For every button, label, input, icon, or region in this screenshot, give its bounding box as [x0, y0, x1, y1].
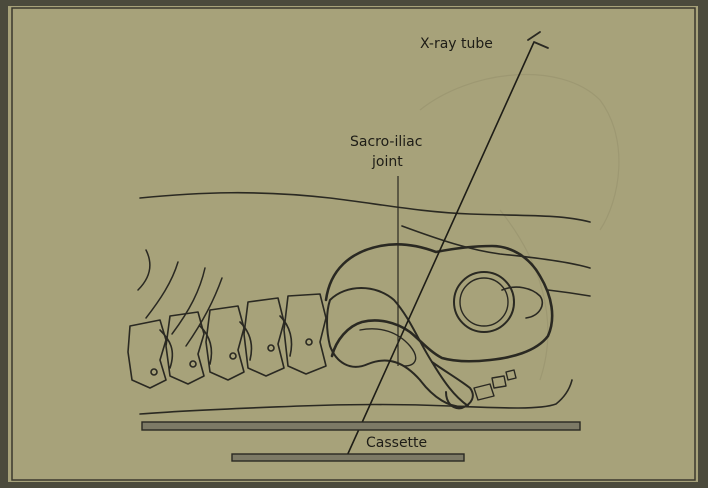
- sacro-iliac-label-line1: Sacro-iliac: [350, 134, 422, 150]
- paper-page: [8, 6, 698, 482]
- table-top: [142, 422, 580, 430]
- xray-tube-label: X-ray tube: [420, 36, 493, 52]
- cassette-plate: [232, 454, 464, 461]
- cassette-label: Cassette: [366, 435, 427, 451]
- sacro-iliac-label-line2: joint: [371, 154, 403, 170]
